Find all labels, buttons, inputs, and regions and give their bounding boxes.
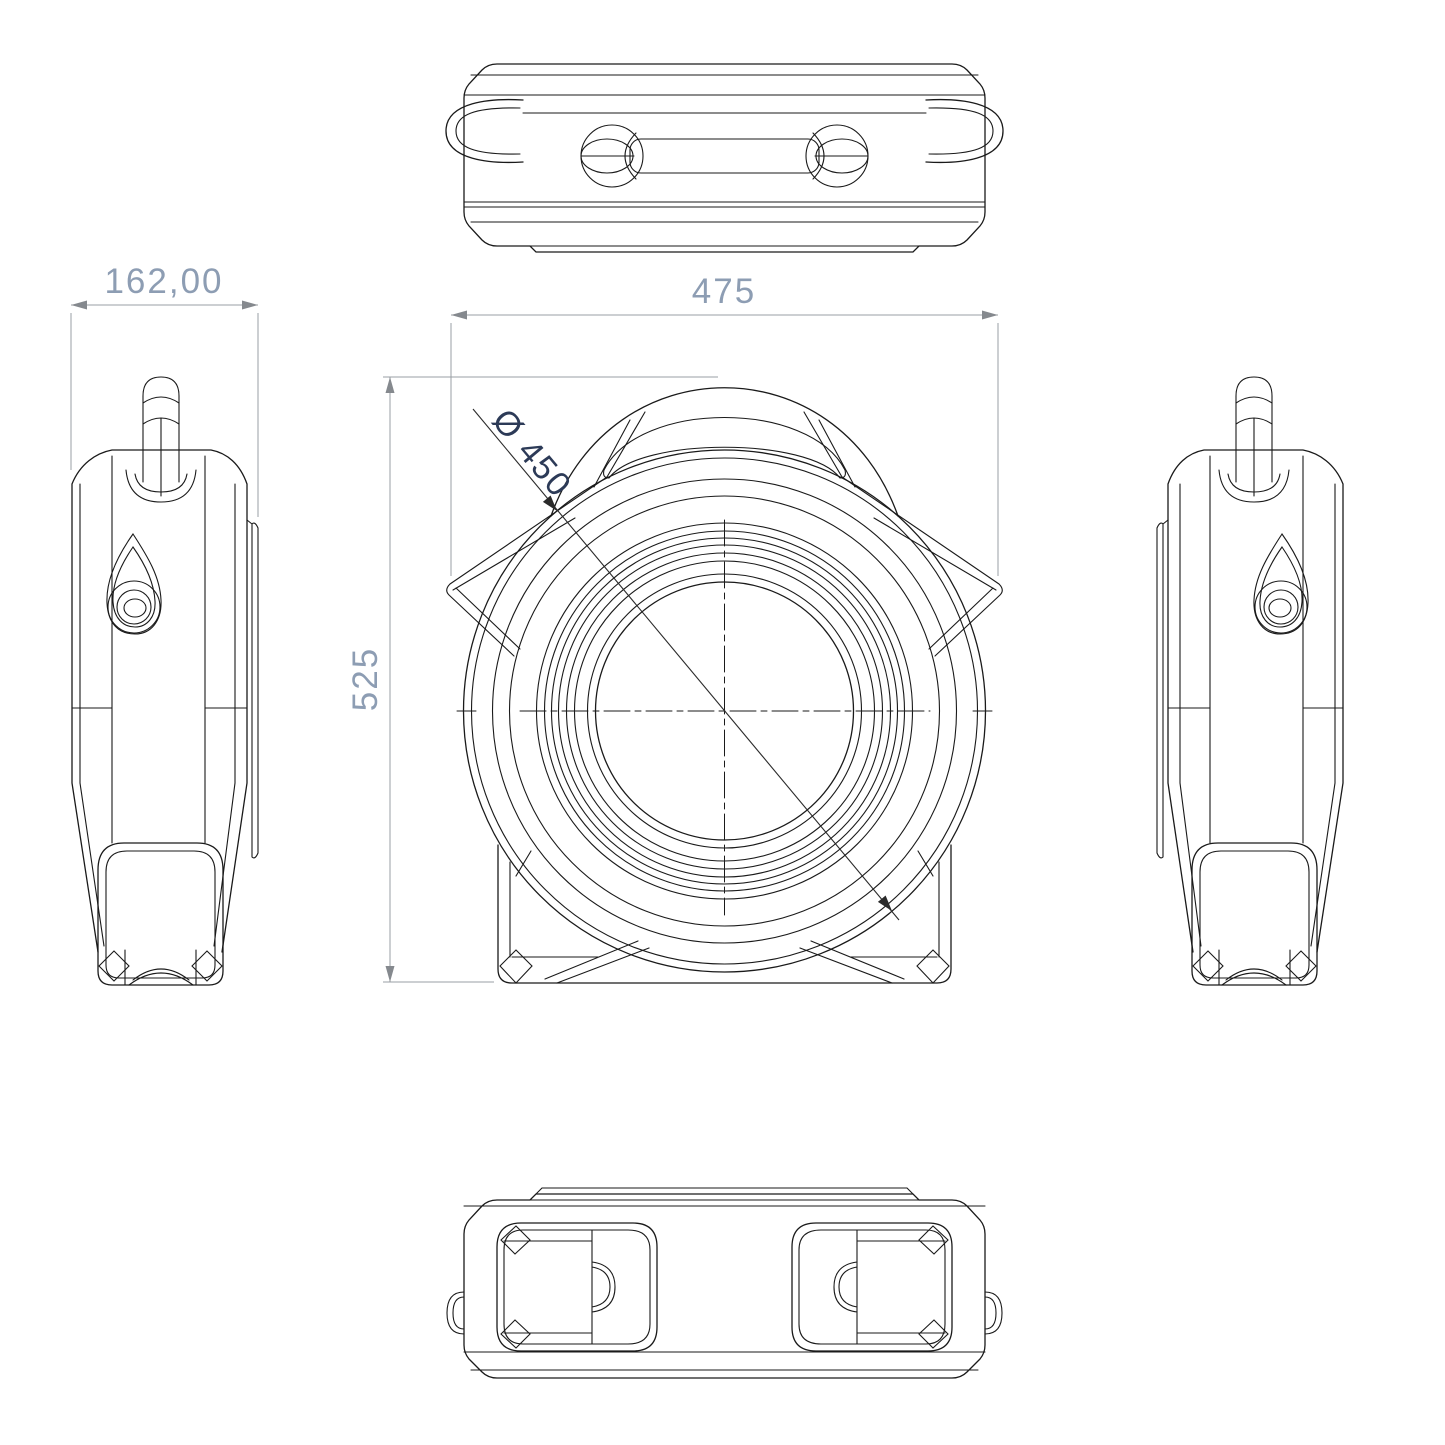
dimension-width-475: 475	[450, 272, 999, 576]
dimension-height-arrow-top	[385, 377, 395, 393]
front-rim-circle-4	[508, 495, 941, 927]
dimension-width-lines	[450, 314, 999, 576]
dimension-diameter-arrow-near	[542, 495, 557, 511]
right-side-view	[1156, 376, 1344, 986]
bottom-foot-left-details	[503, 1229, 616, 1345]
front-view	[446, 387, 1003, 984]
bottom-view-panel-lines	[463, 1205, 986, 1371]
dimension-depth-arrow-left	[71, 300, 87, 310]
dimension-depth-arrow-right	[242, 300, 258, 310]
dimension-diameter-arrow-far	[877, 895, 892, 911]
bottom-view-outline	[463, 1193, 986, 1379]
front-stand-diamond-left	[499, 949, 533, 984]
top-view-ear-left-inner	[455, 107, 521, 155]
dimension-diameter-leader	[472, 408, 900, 921]
front-stand-diamond-right	[916, 949, 950, 984]
top-view-handle-crescents	[624, 132, 825, 180]
dimension-height-lines	[383, 376, 718, 983]
bottom-view-step-lines	[529, 1187, 920, 1201]
front-handle-shoulder-right	[803, 411, 856, 488]
front-stand-inner-lines	[509, 850, 940, 958]
dimension-width-label: 475	[692, 272, 756, 311]
front-handle-arch	[550, 387, 899, 517]
top-view-ear-right	[925, 98, 1004, 164]
bottom-foot-right-details	[833, 1229, 946, 1345]
dimension-depth-label: 162,00	[104, 262, 223, 301]
front-rim-circle-3	[491, 478, 958, 944]
dimension-width-arrow-left	[451, 310, 467, 320]
front-handle-cutout	[603, 417, 846, 479]
dimension-depth-162: 162,00	[70, 262, 259, 517]
dimension-height-arrow-bottom	[385, 966, 395, 982]
bottom-foot-right-inner	[798, 1229, 946, 1345]
bottom-foot-left-inner	[503, 1229, 651, 1345]
front-ear-left	[446, 476, 608, 657]
top-view	[445, 63, 1004, 253]
left-side-view	[71, 376, 259, 986]
dimension-width-arrow-right	[982, 310, 998, 320]
dimension-depth-lines	[70, 304, 259, 517]
top-view-ear-left	[445, 98, 524, 164]
top-view-outline	[463, 63, 986, 253]
bottom-foot-left-diamonds	[500, 1225, 531, 1349]
dimension-diameter-label: Ø 450	[484, 402, 579, 505]
bottom-foot-right-outer	[791, 1222, 953, 1352]
dimension-height-label: 525	[346, 647, 385, 711]
front-handle-shoulder-left	[593, 411, 646, 488]
bottom-foot-left-outer	[496, 1222, 658, 1352]
top-view-panel-lines	[463, 74, 986, 247]
dimension-height-525: 525	[346, 376, 718, 983]
bottom-view-ear-left	[446, 1291, 465, 1335]
bottom-view-ear-right	[984, 1291, 1003, 1335]
top-view-handle-bar	[629, 138, 820, 174]
top-view-ear-right-inner	[928, 107, 994, 155]
bottom-foot-right-diamonds	[918, 1225, 949, 1349]
front-ear-right	[841, 476, 1003, 657]
bottom-view	[446, 1187, 1003, 1379]
front-stand-outline	[497, 844, 952, 984]
front-stand-struts	[544, 940, 905, 984]
